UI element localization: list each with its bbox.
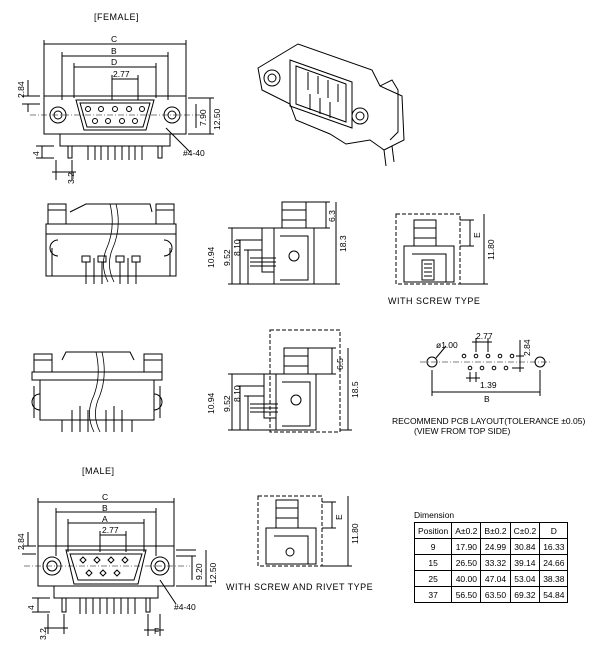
screw-type-view [395, 213, 488, 285]
side2-dim-h3: 8.10 [232, 385, 242, 402]
table-cell: 26.50 [451, 554, 482, 571]
female-front-view [22, 40, 214, 180]
rivet-dim-h: 11.80 [350, 523, 360, 544]
side1-dim-h1: 10.94 [206, 246, 216, 268]
male-front-view [22, 498, 212, 636]
pcb-dim-hole: ø1.00 [436, 340, 458, 350]
female-dim-b: B [111, 46, 117, 56]
table-cell: 56.50 [451, 586, 482, 603]
table-cell: 24.99 [480, 538, 511, 555]
table-header-cell: Position [413, 522, 453, 539]
male-rear-view [31, 351, 163, 433]
female-dim-c: C [111, 34, 118, 44]
male-dim-h1: 2.84 [16, 533, 26, 550]
screw-rivet-view [257, 495, 352, 567]
table-cell: 33.32 [480, 554, 511, 571]
male-dim-thread: #4-40 [174, 602, 196, 612]
table-row: 15 26.50 33.32 39.14 24.66 [413, 554, 569, 571]
screw-type-caption: WITH SCREW TYPE [388, 296, 481, 306]
pcb-caption-2: (VIEW FROM TOP SIDE) [414, 426, 511, 436]
female-dim-h1: 2.84 [16, 81, 26, 98]
screw-dim-h: 11.80 [486, 239, 496, 260]
rivet-dim-e: E [334, 514, 344, 520]
table-cell: 16.33 [539, 538, 569, 555]
table-cell: 54.84 [539, 586, 569, 603]
male-dim-b: B [102, 503, 108, 513]
table-cell: 9 [413, 538, 453, 555]
side2-dim-top: 6.5 [335, 358, 345, 370]
table-cell: 38.38 [539, 570, 569, 587]
table-header-cell: A±0.2 [451, 522, 482, 539]
pcb-caption-1: RECOMMEND PCB LAYOUT(TOLERANCE ±0.05) [392, 416, 586, 426]
dimension-table-title: Dimension [414, 510, 455, 520]
side1-dim-h3: 8.10 [232, 239, 242, 256]
table-row: 9 17.90 24.99 30.84 16.33 [413, 538, 569, 555]
male-title: [MALE] [82, 466, 115, 476]
male-dim-h2: 9.20 [194, 563, 204, 580]
side2-dim-h1: 10.94 [206, 392, 216, 414]
male-dim-lead: 4 [26, 605, 36, 610]
pcb-layout [420, 338, 552, 396]
dimension-table: Position A±0.2 B±0.2 C±0.2 D 9 17.90 24.… [413, 522, 569, 603]
side1-dim-total: 18.3 [338, 235, 348, 252]
side2-dim-total: 18.5 [350, 381, 360, 398]
female-dim-thread: #4-40 [183, 148, 205, 158]
pcb-dim-offset: 1.39 [480, 380, 497, 390]
screw-rivet-caption: WITH SCREW AND RIVET TYPE [226, 582, 374, 592]
female-rear-view [45, 203, 177, 284]
female-dim-pitch: 2.77 [113, 69, 130, 79]
male-dim-f: F [154, 626, 160, 636]
table-cell: 47.04 [480, 570, 511, 587]
female-dim-h3: 12.50 [212, 108, 222, 130]
female-dim-h2: 7.90 [198, 109, 208, 126]
table-header-row: Position A±0.2 B±0.2 C±0.2 D [413, 522, 569, 539]
table-header-cell: D [539, 522, 569, 539]
female-dim-tail: 3.2 [66, 172, 76, 184]
female-dim-lead: 4 [31, 151, 41, 156]
table-cell: 15 [413, 554, 453, 571]
isometric-view [257, 43, 405, 167]
table-cell: 40.00 [451, 570, 482, 587]
female-dim-d: D [111, 57, 118, 67]
side-view-1 [228, 201, 340, 285]
table-cell: 30.84 [509, 538, 541, 555]
table-cell: 39.14 [509, 554, 541, 571]
male-dim-h3: 12.50 [208, 562, 218, 584]
table-cell: 24.66 [539, 554, 569, 571]
side1-dim-h2: 9.52 [222, 249, 232, 266]
pcb-dim-b: B [484, 394, 490, 404]
male-dim-pitch: 2.77 [102, 525, 119, 535]
female-title: [FEMALE] [94, 12, 140, 22]
table-header-cell: C±0.2 [509, 522, 541, 539]
table-cell: 17.90 [451, 538, 482, 555]
table-cell: 25 [413, 570, 453, 587]
table-row: 25 40.00 47.04 53.04 38.38 [413, 570, 569, 587]
table-row: 37 56.50 63.50 69.32 54.84 [413, 586, 569, 603]
male-dim-c: C [102, 492, 109, 502]
table-cell: 69.32 [509, 586, 541, 603]
screw-dim-e: E [472, 232, 482, 238]
table-cell: 63.50 [480, 586, 511, 603]
pcb-dim-pitch: 2.77 [476, 331, 493, 341]
side-view-2 [228, 329, 352, 433]
pcb-dim-row: 2.84 [522, 339, 532, 356]
table-header-cell: B±0.2 [480, 522, 511, 539]
side2-dim-h2: 9.52 [222, 395, 232, 412]
male-dim-a: A [102, 514, 108, 524]
male-dim-tail: 3.2 [38, 628, 48, 640]
table-cell: 37 [413, 586, 453, 603]
side1-dim-top: 6.3 [327, 210, 337, 222]
table-cell: 53.04 [509, 570, 541, 587]
